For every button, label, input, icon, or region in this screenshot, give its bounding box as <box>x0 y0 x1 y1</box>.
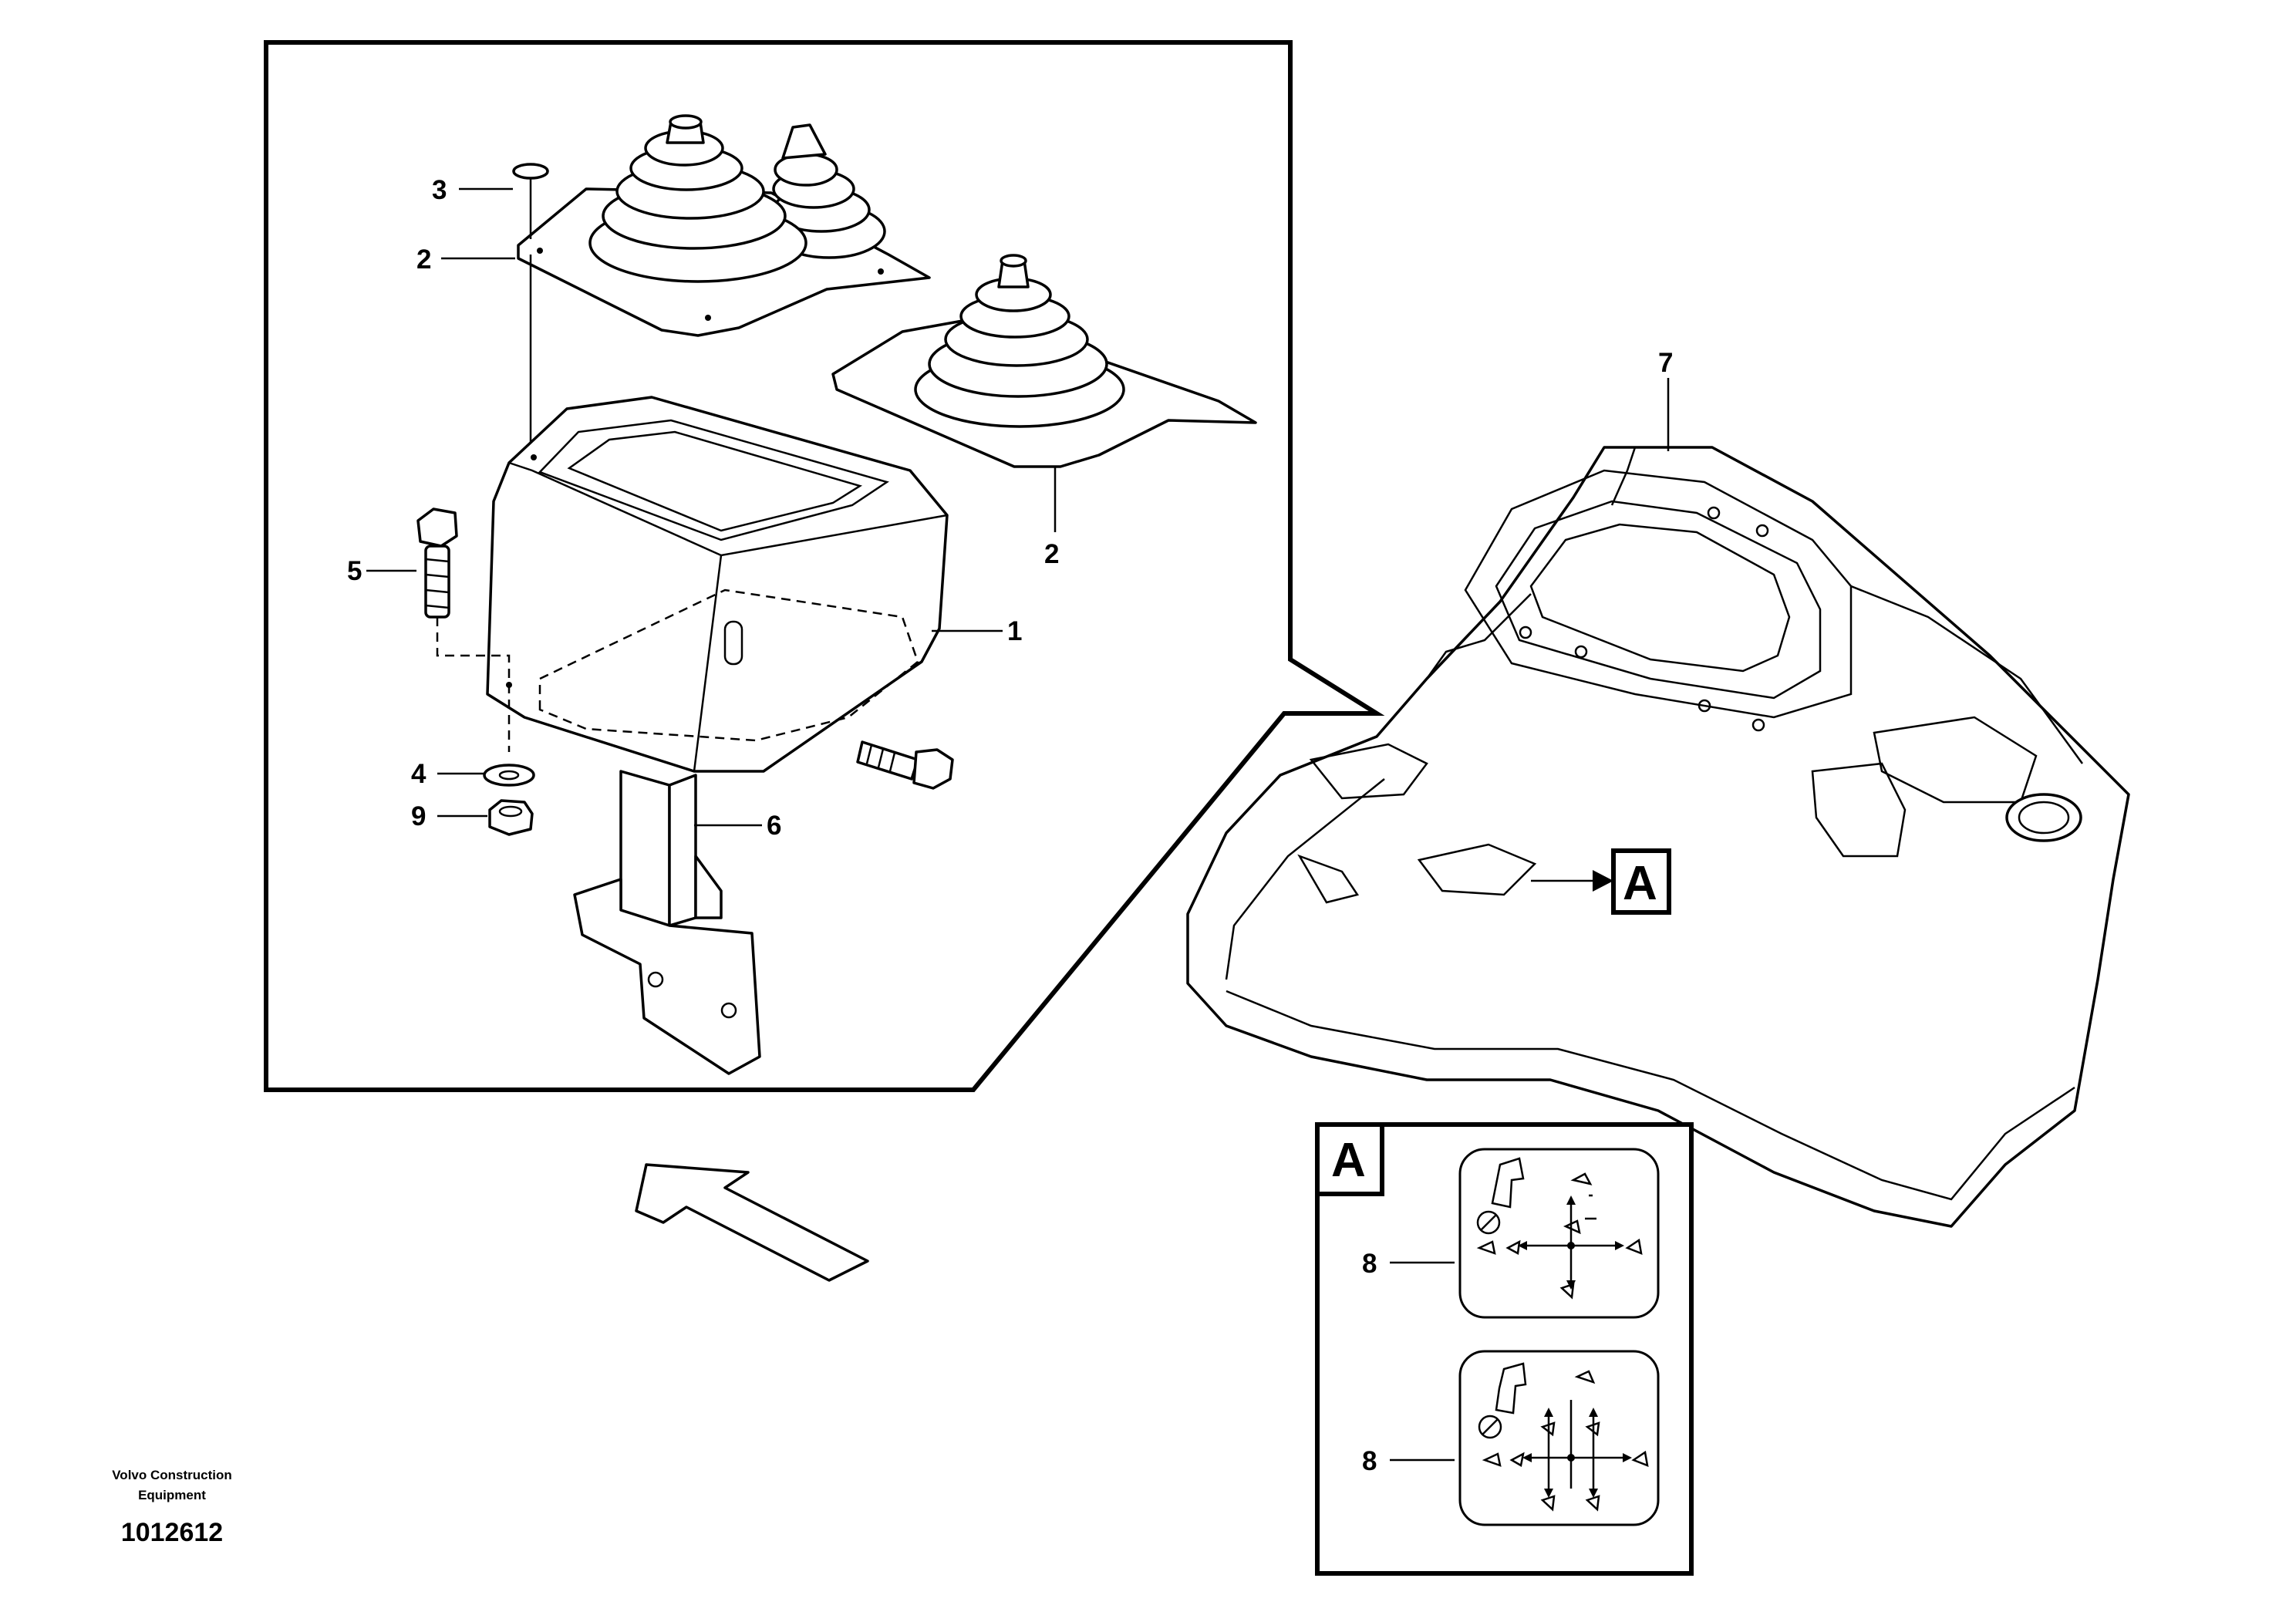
nut-9 <box>488 799 534 836</box>
inset-title: A <box>1331 1134 1366 1187</box>
single-boot-plate <box>831 254 1257 468</box>
side-bolt <box>856 740 954 790</box>
washer-4 <box>483 764 535 787</box>
callout-8: 8 <box>1362 1249 1377 1279</box>
callout-3: 3 <box>432 175 447 205</box>
callout-9: 9 <box>411 801 426 831</box>
bolt-5 <box>416 508 511 752</box>
callout-8: 8 <box>1362 1446 1377 1476</box>
decal-8-upper <box>1458 1148 1660 1319</box>
company-name-line-2: Equipment <box>138 1488 206 1502</box>
callout-5: 5 <box>347 556 362 586</box>
cab-console-7 <box>1186 446 2130 1228</box>
leader-lines-detail <box>366 187 1057 827</box>
console-housing <box>486 396 949 773</box>
drawing-credit: Volvo Construction Equipment 1012612 <box>60 1465 284 1548</box>
inset-view-a: A 8 <box>1315 1122 1694 1576</box>
screw-3 <box>512 163 549 447</box>
callout-6: 6 <box>767 811 781 841</box>
view-direction-arrow <box>635 1163 869 1282</box>
view-marker-a: A <box>1531 848 1671 915</box>
callout-7: 7 <box>1658 348 1673 378</box>
callout-4: 4 <box>411 759 426 789</box>
callout-2: 2 <box>1044 539 1059 569</box>
stand-6 <box>573 770 761 1075</box>
dual-boot-plate <box>517 114 931 337</box>
svg-text:A: A <box>1623 857 1657 910</box>
callout-2: 2 <box>416 244 431 275</box>
decal-8-lower <box>1458 1350 1660 1526</box>
detail-frame <box>264 40 1385 1092</box>
drawing-number: 1012612 <box>120 1518 224 1547</box>
callout-1: 1 <box>1007 616 1022 646</box>
company-name-line-1: Volvo Construction <box>112 1468 232 1482</box>
